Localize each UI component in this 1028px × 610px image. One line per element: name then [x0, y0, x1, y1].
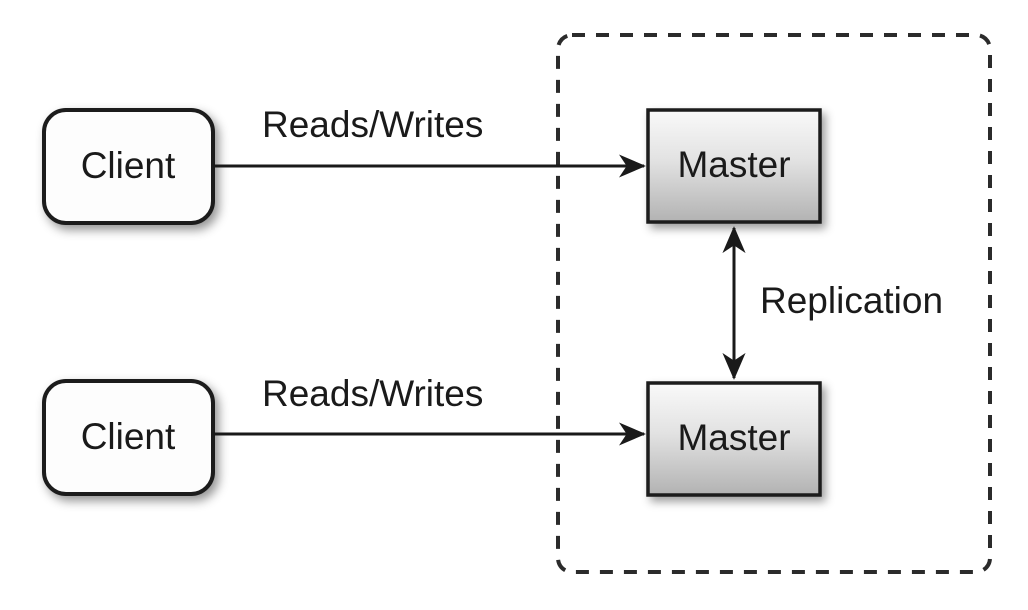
- reads-writes-top-label: Reads/Writes: [262, 104, 483, 145]
- master-top-label: Master: [677, 144, 790, 185]
- node-master-top[interactable]: Master: [646, 108, 822, 224]
- edge-client-top-to-master-top: Reads/Writes: [213, 104, 646, 178]
- edge-client-bottom-to-master-bottom: Reads/Writes: [213, 373, 646, 446]
- master-top-shape: [646, 108, 822, 224]
- client-bottom-shape: [42, 379, 215, 496]
- node-client-top[interactable]: Client: [42, 108, 215, 225]
- node-master-bottom[interactable]: Master: [646, 381, 822, 497]
- client-bottom-label: Client: [81, 416, 176, 457]
- node-client-bottom[interactable]: Client: [42, 379, 215, 496]
- master-bottom-label: Master: [677, 417, 790, 458]
- reads-writes-bottom-label: Reads/Writes: [262, 373, 483, 414]
- replication-label: Replication: [760, 280, 943, 321]
- master-bottom-shape: [646, 381, 822, 497]
- replication-cluster-boundary: [556, 33, 992, 574]
- edge-master-replication: Replication: [722, 226, 943, 380]
- client-top-label: Client: [81, 145, 176, 186]
